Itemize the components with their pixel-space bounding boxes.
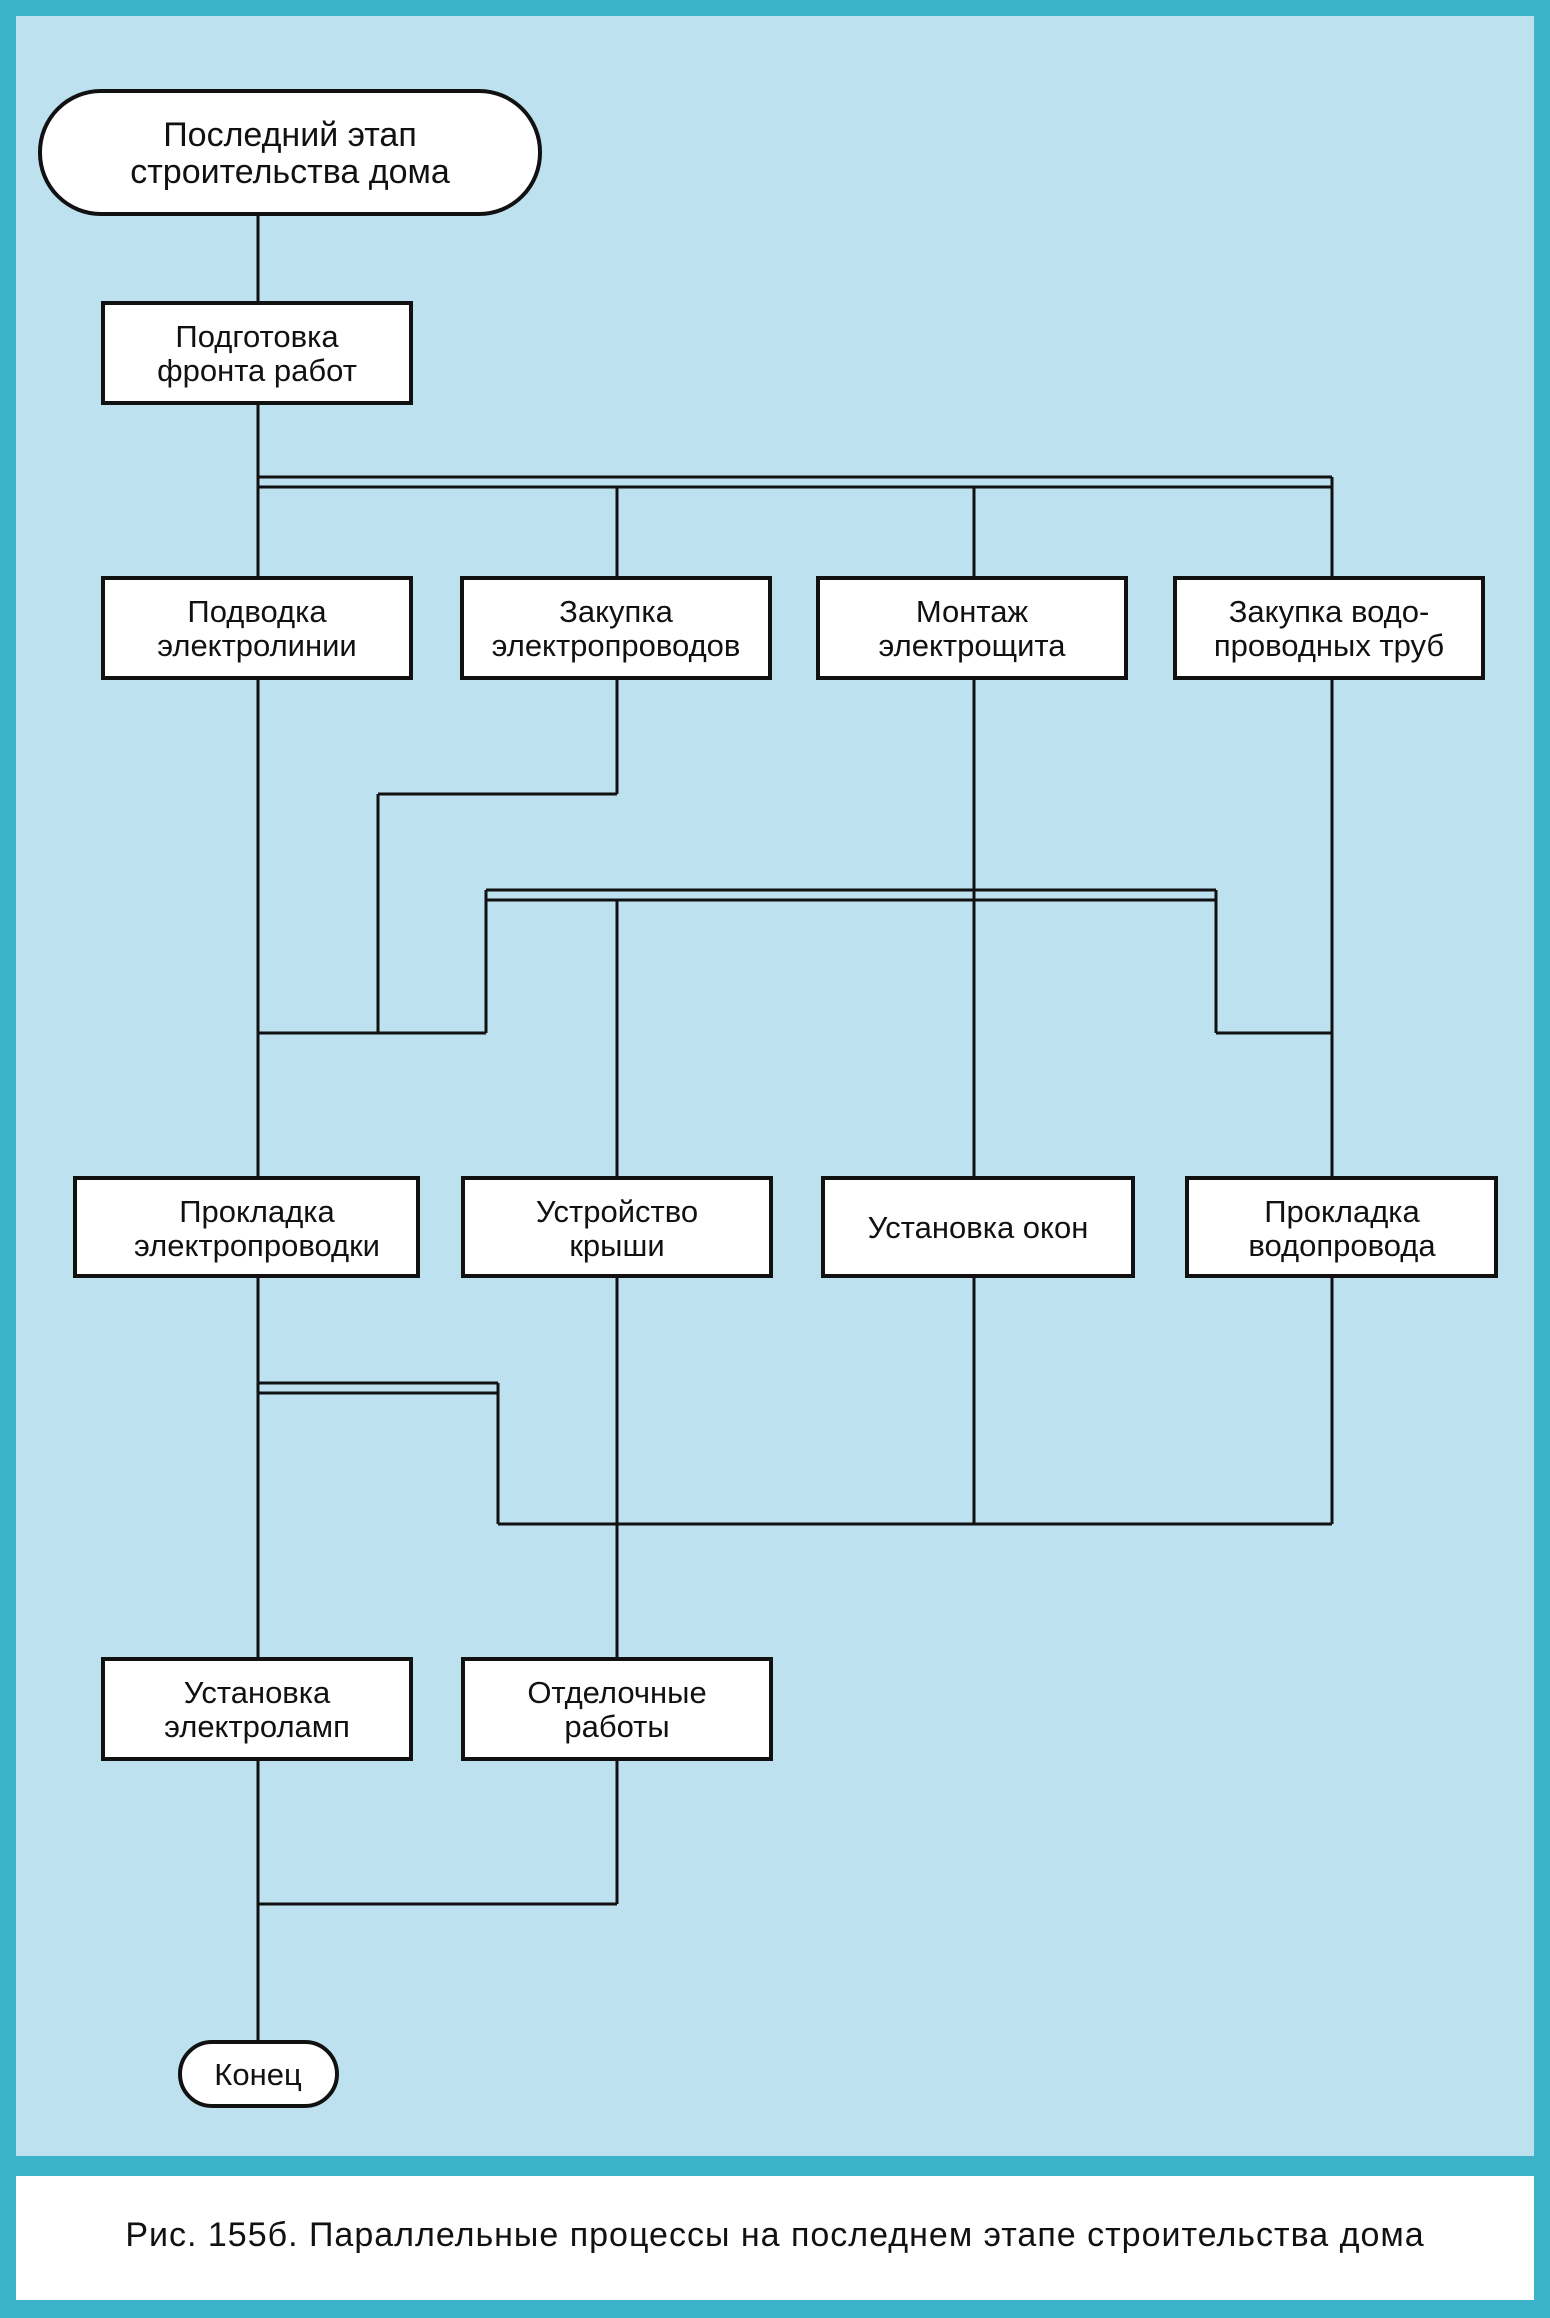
node-panel-install-line2: электрощита	[879, 628, 1067, 663]
node-finishing-line1: Отделочные	[527, 1675, 706, 1710]
node-end-line1: Конец	[214, 2057, 302, 2092]
node-roof: Устройство крыши	[461, 1176, 773, 1278]
figure-caption: Рис. 155б. Параллельные процессы на посл…	[125, 2216, 1425, 2254]
node-start-line2: строительства дома	[130, 153, 450, 191]
node-roof-line1: Устройство	[536, 1194, 698, 1229]
node-lamps-line2: электроламп	[164, 1709, 350, 1744]
node-prep-line2: фронта работ	[157, 353, 357, 388]
node-wiring-line1: Прокладка	[179, 1194, 335, 1229]
node-buy-pipes: Закупка водо- проводных труб	[1173, 576, 1485, 680]
node-windows-line1: Установка окон	[868, 1210, 1089, 1245]
node-windows: Установка окон	[821, 1176, 1135, 1278]
node-lamps: Установка электроламп	[101, 1657, 413, 1761]
node-wiring-line2: электропроводки	[134, 1228, 380, 1263]
node-end: Конец	[178, 2040, 339, 2108]
node-start-line1: Последний этап	[163, 116, 417, 154]
node-power-line-line2: электролинии	[157, 628, 357, 663]
node-buy-wires-line2: электропроводов	[492, 628, 741, 663]
node-panel-install: Монтаж электрощита	[816, 576, 1128, 680]
node-plumbing: Прокладка водопровода	[1185, 1176, 1498, 1278]
node-buy-pipes-line1: Закупка водо-	[1229, 594, 1430, 629]
node-wiring: Прокладка электропроводки	[73, 1176, 420, 1278]
node-buy-wires: Закупка электропроводов	[460, 576, 772, 680]
node-buy-wires-line1: Закупка	[559, 594, 673, 629]
node-buy-pipes-line2: проводных труб	[1214, 628, 1444, 663]
node-finishing: Отделочные работы	[461, 1657, 773, 1761]
node-roof-line2: крыши	[569, 1228, 664, 1263]
node-prep: Подготовка фронта работ	[101, 301, 413, 405]
edges	[256, 214, 1334, 2042]
node-power-line-line1: Подводка	[187, 594, 327, 629]
node-lamps-line1: Установка	[184, 1675, 331, 1710]
node-finishing-line2: работы	[564, 1709, 669, 1744]
node-prep-line1: Подготовка	[175, 319, 339, 354]
node-panel-install-line1: Монтаж	[916, 594, 1029, 629]
node-plumbing-line1: Прокладка	[1264, 1194, 1420, 1229]
node-power-line: Подводка электролинии	[101, 576, 413, 680]
node-plumbing-line2: водопровода	[1248, 1228, 1436, 1263]
node-start: Последний этап строительства дома	[38, 89, 542, 216]
caption-box: Рис. 155б. Параллельные процессы на посл…	[16, 2176, 1534, 2300]
